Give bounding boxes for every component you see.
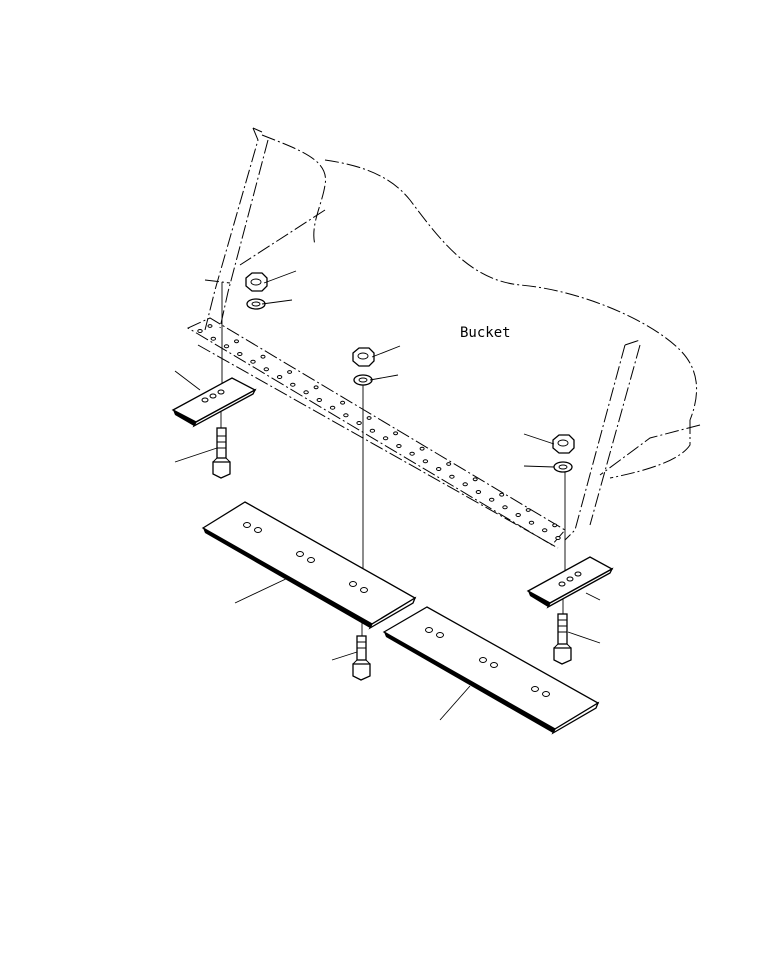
lip-hole: [382, 436, 389, 441]
nut-center: [352, 347, 375, 367]
lip-hole: [250, 359, 256, 364]
lip-hole: [542, 528, 548, 533]
lip-hole: [499, 492, 505, 497]
lip-hole: [303, 390, 309, 395]
lip-hole: [234, 339, 239, 344]
lip-hole: [555, 536, 561, 540]
lip-hole: [528, 520, 535, 525]
lip-hole: [356, 421, 362, 425]
lip-hole: [290, 382, 296, 387]
bolt-left: [212, 427, 231, 479]
nut-left: [245, 272, 268, 292]
lip-hole: [369, 428, 376, 433]
leader-lines: [174, 270, 601, 721]
lip-hole: [340, 400, 346, 405]
lip-hole: [489, 497, 495, 502]
lip-hole: [422, 459, 429, 464]
bucket-label: Bucket: [460, 325, 511, 341]
washer-center: [353, 374, 373, 386]
lip-hole: [393, 431, 399, 436]
lip-hole: [475, 490, 482, 494]
corner-bit-right: [526, 556, 614, 609]
lip-hole: [552, 523, 558, 528]
lip-hole: [263, 367, 269, 372]
lip-hole: [449, 474, 455, 479]
lip-hole: [366, 416, 372, 420]
lip-hole: [436, 467, 442, 471]
lip-hole: [197, 329, 203, 333]
lip-hole: [502, 505, 508, 510]
lip-hole: [525, 508, 531, 512]
bolt-right: [553, 613, 572, 665]
lip-hole: [276, 375, 283, 379]
lip-hole: [462, 482, 468, 487]
lip-hole: [223, 344, 230, 349]
lip-hole: [210, 336, 217, 341]
lip-hole: [313, 385, 319, 390]
lip-hole: [396, 444, 402, 448]
lip-hole: [237, 352, 243, 356]
lip-hole: [419, 446, 425, 451]
lip-hole: [260, 354, 266, 359]
cutting-edge-left: [201, 501, 417, 630]
washer-right: [553, 461, 573, 473]
lip-hole: [409, 451, 415, 456]
lip-hole: [316, 398, 322, 402]
lip-hole: [343, 413, 349, 418]
nut-right: [552, 434, 575, 454]
corner-bit-left: [171, 377, 257, 428]
lip-hole: [207, 324, 213, 328]
lip-hole: [515, 513, 521, 517]
lip-hole: [329, 405, 336, 410]
lip-hole: [472, 477, 478, 482]
lip-hole: [287, 370, 293, 374]
bucket-outline: [186, 127, 701, 549]
lip-holes: [197, 324, 561, 540]
cutting-edge-right: [382, 606, 600, 735]
lip-hole: [446, 462, 452, 466]
bolt-center: [352, 635, 371, 681]
